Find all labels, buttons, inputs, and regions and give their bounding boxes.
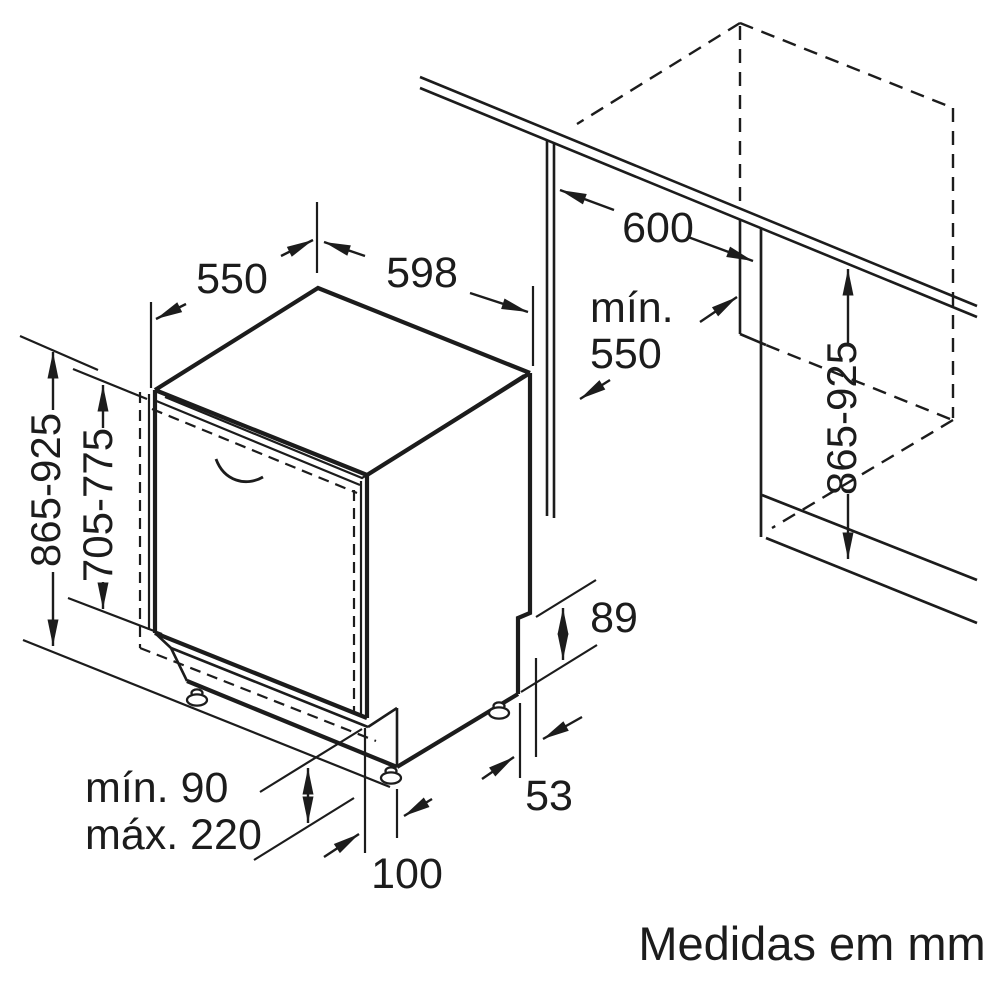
label-rear-foot-offset: 100 <box>371 850 443 898</box>
foot-rear-right <box>487 701 511 720</box>
niche-dashed-outline <box>576 21 955 530</box>
dim-base-setback <box>481 658 583 780</box>
dim-top-depth <box>149 202 319 388</box>
foot-left <box>185 688 209 707</box>
label-niche-depth-min: mín. <box>590 284 674 332</box>
dim-door-panel-height <box>67 367 163 636</box>
countertop <box>419 75 978 319</box>
right-cabinet <box>759 228 978 625</box>
label-top-depth: 550 <box>196 255 268 303</box>
units-note: Medidas em mm <box>638 917 985 970</box>
label-height-left: 865-925 <box>22 413 69 567</box>
label-niche-width: 600 <box>622 204 694 252</box>
label-base-setback: 53 <box>525 772 573 820</box>
door-handle <box>214 458 264 484</box>
dim-niche-width <box>559 188 754 263</box>
label-top-width: 598 <box>386 249 458 297</box>
label-niche-depth-value: 550 <box>590 330 662 378</box>
dim-rear-foot-offset <box>323 728 433 859</box>
niche-left-panel <box>545 141 556 518</box>
label-door-panel-height: 705-775 <box>74 428 121 582</box>
dim-base-height <box>520 579 598 693</box>
dishwasher-plinth <box>154 632 399 767</box>
furniture-door-dashed <box>138 392 377 743</box>
dishwasher-feet <box>185 688 511 785</box>
label-toe-kick-max: máx. 220 <box>85 811 262 859</box>
dishwasher-body <box>138 285 533 769</box>
floor-line <box>22 638 391 789</box>
dim-niche-depth <box>579 296 738 401</box>
dim-toe-kick <box>253 728 363 861</box>
label-height-right: 865-925 <box>818 341 865 495</box>
label-toe-kick-min: mín. 90 <box>85 764 228 812</box>
dim-top-width <box>323 240 535 366</box>
dim-height-left <box>19 334 99 646</box>
foot-front <box>379 766 403 785</box>
label-base-height: 89 <box>590 594 638 642</box>
